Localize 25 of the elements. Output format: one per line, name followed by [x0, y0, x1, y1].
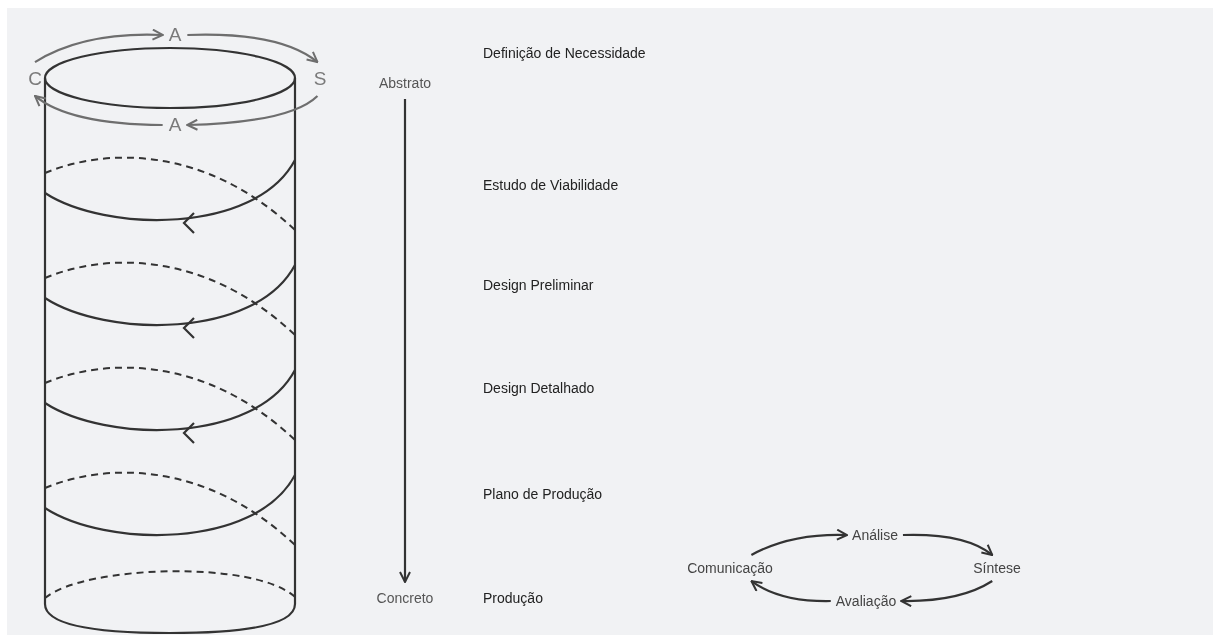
- phase-letter: C: [28, 68, 42, 90]
- curved-arrow: [34, 28, 164, 64]
- stage-label: Estudo de Viabilidade: [483, 176, 619, 194]
- curved-arrow: [187, 33, 319, 64]
- cycle-step-label: Síntese: [973, 559, 1021, 577]
- curved-arrow: [186, 95, 319, 131]
- curved-arrow: [399, 99, 411, 583]
- curved-arrow: [34, 94, 163, 127]
- phase-letter: S: [313, 68, 327, 90]
- stage-label: Definição de Necessidade: [483, 44, 646, 62]
- scale-label: Abstrato: [378, 74, 432, 92]
- curved-arrow: [900, 580, 993, 607]
- curved-arrow: [902, 533, 994, 556]
- stage-label: Design Preliminar: [483, 276, 594, 294]
- stage-label: Produção: [483, 589, 543, 607]
- phase-letter: A: [168, 24, 182, 46]
- cycle-step-label: Avaliação: [835, 592, 897, 610]
- stage-label: Plano de Produção: [483, 485, 603, 503]
- curved-arrow: [750, 580, 831, 603]
- scale-label: Concreto: [376, 589, 434, 607]
- phase-letter: A: [168, 114, 182, 136]
- cycle-step-label: Comunicação: [687, 559, 773, 577]
- cycle-step-label: Análise: [852, 526, 898, 544]
- curved-arrow: [750, 528, 849, 556]
- stage-label: Design Detalhado: [483, 379, 595, 397]
